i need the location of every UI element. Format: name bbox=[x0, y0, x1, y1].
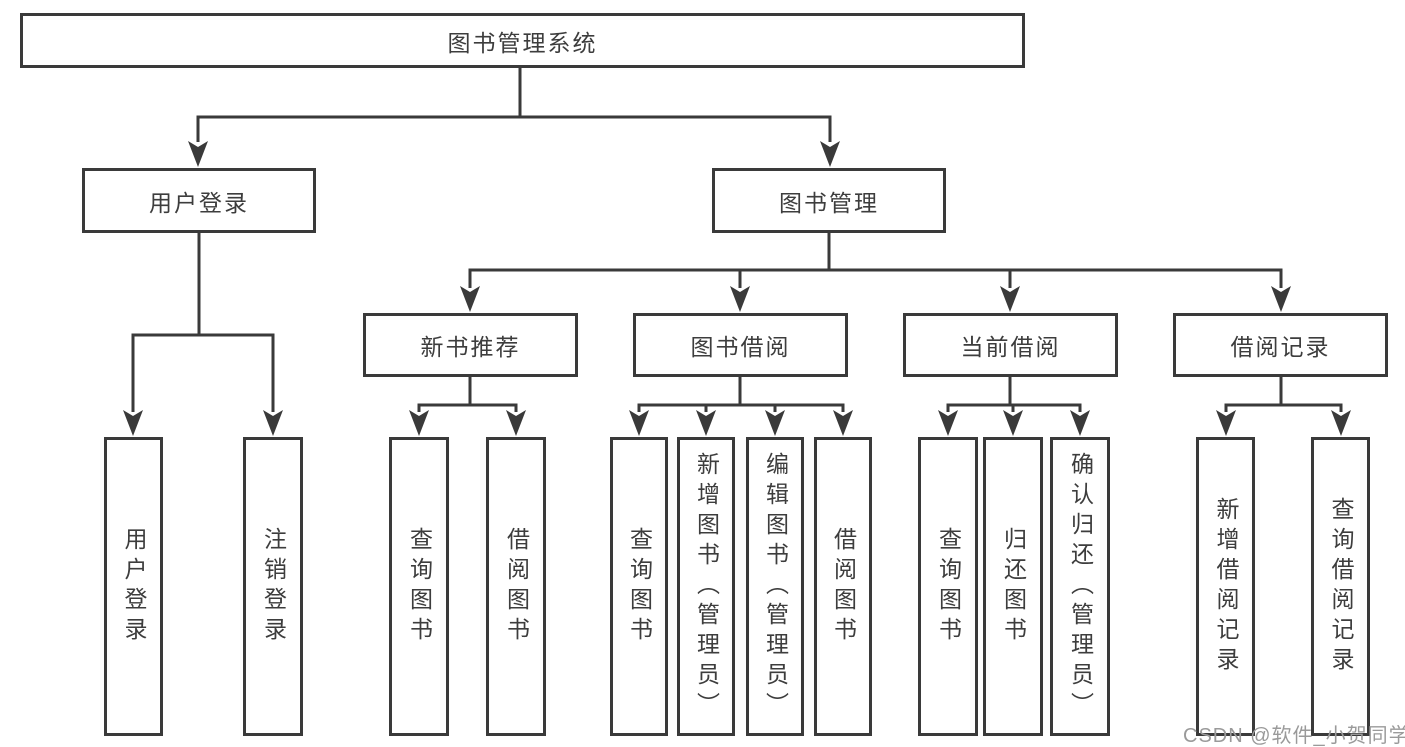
leaf-return-book: 归还图书 bbox=[983, 437, 1043, 736]
leaf-edit-book-admin: 编辑图书（管理员） bbox=[746, 437, 804, 736]
node-book-management: 图书管理 bbox=[712, 168, 946, 233]
leaf-borrow-book: 借阅图书 bbox=[814, 437, 872, 736]
leaf-add-borrow-record: 新增借阅记录 bbox=[1196, 437, 1255, 736]
leaf-logout: 注销登录 bbox=[243, 437, 303, 736]
watermark: CSDN @软件_小贺同学 bbox=[1183, 725, 1405, 747]
leaf-query-book-recommend: 查询图书 bbox=[389, 437, 449, 736]
leaf-query-book-current: 查询图书 bbox=[918, 437, 978, 736]
node-book-borrow: 图书借阅 bbox=[633, 313, 848, 377]
leaf-query-book-borrow: 查询图书 bbox=[610, 437, 668, 736]
leaf-confirm-return-admin: 确认归还（管理员） bbox=[1050, 437, 1110, 736]
leaf-add-book-admin: 新增图书（管理员） bbox=[677, 437, 735, 736]
leaf-query-borrow-record: 查询借阅记录 bbox=[1311, 437, 1370, 736]
node-borrow-record: 借阅记录 bbox=[1173, 313, 1388, 377]
node-library-management-system: 图书管理系统 bbox=[20, 13, 1025, 68]
node-new-book-recommend: 新书推荐 bbox=[363, 313, 578, 377]
leaf-user-login: 用户登录 bbox=[104, 437, 163, 736]
node-current-borrow: 当前借阅 bbox=[903, 313, 1118, 377]
node-user-login: 用户登录 bbox=[82, 168, 316, 233]
leaf-borrow-book-recommend: 借阅图书 bbox=[486, 437, 546, 736]
